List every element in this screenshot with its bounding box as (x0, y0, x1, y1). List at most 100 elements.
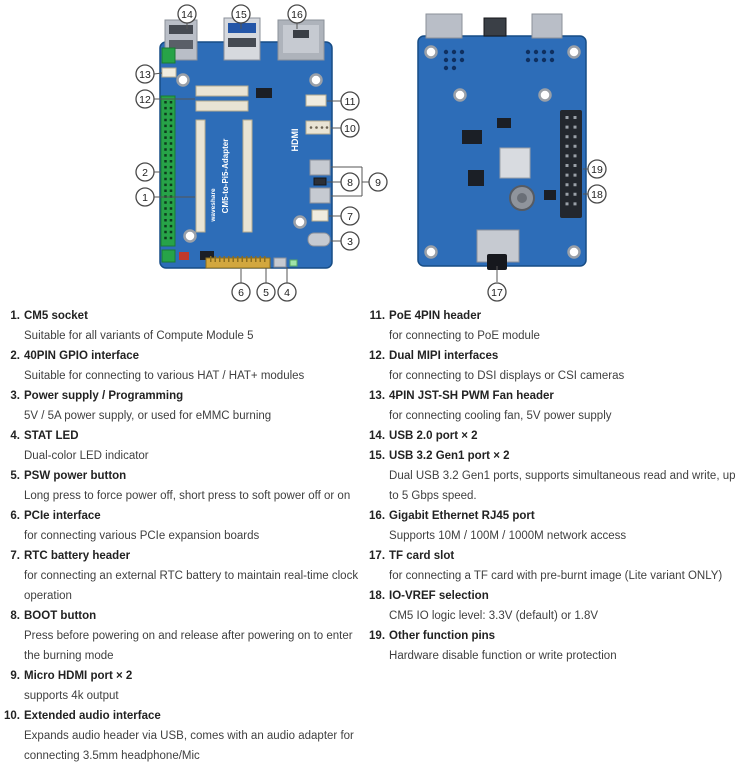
board-back (417, 13, 587, 270)
legend-item-7: 7.RTC battery header for connecting an e… (2, 546, 363, 606)
svg-text:2: 2 (142, 167, 148, 179)
rj45-port (277, 19, 325, 61)
callout-1: 1 (135, 187, 155, 207)
svg-text:8: 8 (347, 177, 353, 189)
legend-item-title: Dual MIPI interfaces (389, 350, 499, 362)
callout-15: 15 (231, 4, 251, 24)
legend-item-desc: for connecting a TF card with pre-burnt … (389, 570, 723, 582)
legend-item-title: 4PIN JST-SH PWM Fan header (389, 390, 554, 402)
legend-item-desc: for connecting to DSI displays or CSI ca… (389, 370, 625, 382)
chip-b (497, 118, 511, 128)
legend-item-10: 10.Extended audio interface Expands audi… (2, 706, 363, 766)
legend-item-title: PoE 4PIN header (389, 310, 482, 322)
legend-item-desc: Expands audio header via USB, comes with… (24, 730, 354, 762)
svg-text:9: 9 (375, 177, 381, 189)
legend-item-title: Other function pins (389, 630, 496, 642)
chip-small (200, 251, 214, 260)
legend-item-number: 15. (369, 450, 386, 462)
legend-item-12: 12.Dual MIPI interfaces for connecting t… (367, 346, 748, 386)
legend-item-number: 17. (369, 550, 386, 562)
terminal-block-2 (161, 249, 176, 263)
legend-item-desc: Dual-color LED indicator (24, 450, 149, 462)
callout-17: 17 (487, 282, 507, 302)
legend-item-5: 5.PSW power button Long press to force p… (2, 466, 363, 506)
shell-right (531, 13, 563, 39)
legend-item-9: 9.Micro HDMI port × 2 supports 4k output (2, 666, 363, 706)
inductor-coil (509, 185, 535, 211)
legend-item-17: 17.TF card slot for connecting a TF card… (367, 546, 748, 586)
legend-item-title: CM5 socket (24, 310, 88, 322)
legend-item-1: 1.CM5 socket Suitable for all variants o… (2, 306, 363, 346)
callout-4: 4 (277, 282, 297, 302)
legend-item-16: 16.Gigabit Ethernet RJ45 port Supports 1… (367, 506, 748, 546)
svg-text:1: 1 (142, 192, 148, 204)
micro-hdmi-port-1 (309, 159, 331, 176)
legend-item-title: BOOT button (24, 610, 97, 622)
boot-button (313, 177, 327, 186)
callout-bubbles: 14 15 16 13 12 2 1 11 10 8 9 7 3 6 5 4 1… (135, 4, 607, 302)
legend-item-desc: Suitable for all variants of Compute Mod… (24, 330, 254, 342)
component-red (179, 252, 189, 260)
shell-mid (483, 17, 507, 37)
micro-hdmi-port-2 (309, 187, 331, 204)
legend-item-title: USB 2.0 port × 2 (389, 430, 478, 442)
legend-item-desc: Long press to force power off, short pre… (24, 490, 351, 502)
legend-item-11: 11.PoE 4PIN header for connecting to PoE… (367, 306, 748, 346)
legend: 1.CM5 socket Suitable for all variants o… (0, 302, 750, 766)
legend-item-title: Power supply / Programming (24, 390, 184, 402)
chip-top (256, 88, 272, 98)
legend-item-desc: Supports 10M / 100M / 1000M network acce… (389, 530, 627, 542)
legend-column-right: 11.PoE 4PIN header for connecting to PoE… (363, 306, 748, 766)
iovref-jumper (544, 190, 556, 200)
svg-text:12: 12 (139, 94, 151, 106)
callout-11: 11 (340, 91, 360, 111)
legend-item-number: 3. (10, 390, 20, 402)
svg-text:5: 5 (263, 287, 269, 299)
legend-item-desc: Dual USB 3.2 Gen1 ports, supports simult… (389, 470, 736, 502)
legend-item-desc: CM5 IO logic level: 3.3V (default) or 1.… (389, 610, 599, 622)
legend-item-number: 6. (10, 510, 20, 522)
cm5-socket (195, 119, 253, 233)
legend-item-3: 3.Power supply / Programming 5V / 5A pow… (2, 386, 363, 426)
svg-text:17: 17 (491, 287, 503, 299)
fan-header (161, 67, 177, 78)
callout-18: 18 (587, 184, 607, 204)
svg-text:6: 6 (238, 287, 244, 299)
callout-10: 10 (340, 118, 360, 138)
audio-connector (305, 120, 331, 135)
legend-item-15: 15.USB 3.2 Gen1 port × 2 Dual USB 3.2 Ge… (367, 446, 748, 506)
shell-left (425, 13, 463, 39)
chip-c (468, 170, 484, 186)
legend-item-title: 40PIN GPIO interface (24, 350, 140, 362)
callout-lines (153, 23, 588, 283)
silkscreen-board-name: CM5-to-Pi5-Adapter (221, 139, 230, 214)
svg-text:14: 14 (181, 9, 193, 21)
legend-item-18: 18.IO-VREF selection CM5 IO logic level:… (367, 586, 748, 626)
legend-item-number: 12. (369, 350, 386, 362)
chip-a (462, 130, 482, 144)
shield-can (499, 147, 531, 179)
psw-button (273, 257, 287, 268)
legend-item-desc: supports 4k output (24, 690, 119, 702)
legend-column-left: 1.CM5 socket Suitable for all variants o… (2, 306, 363, 766)
legend-item-number: 4. (10, 430, 20, 442)
legend-item-number: 11. (369, 310, 386, 322)
stat-led (289, 259, 298, 267)
mounting-holes-back (424, 45, 581, 259)
legend-item-desc: for connecting to PoE module (389, 330, 540, 342)
legend-item-14: 14.USB 2.0 port × 2 (367, 426, 748, 446)
svg-text:4: 4 (284, 287, 290, 299)
svg-text:16: 16 (291, 9, 303, 21)
legend-item-title: IO-VREF selection (389, 590, 489, 602)
callout-9: 9 (368, 172, 388, 192)
legend-item-number: 19. (369, 630, 386, 642)
legend-item-19: 19.Other function pins Hardware disable … (367, 626, 748, 666)
legend-item-number: 2. (10, 350, 20, 362)
legend-item-title: Extended audio interface (24, 710, 161, 722)
svg-text:7: 7 (347, 211, 353, 223)
solder-pads (443, 49, 555, 71)
legend-item-desc: Hardware disable function or write prote… (389, 650, 617, 662)
legend-item-desc: for connecting an external RTC battery t… (24, 570, 359, 602)
legend-item-2: 2.40PIN GPIO interface Suitable for conn… (2, 346, 363, 386)
svg-text:13: 13 (139, 69, 151, 81)
